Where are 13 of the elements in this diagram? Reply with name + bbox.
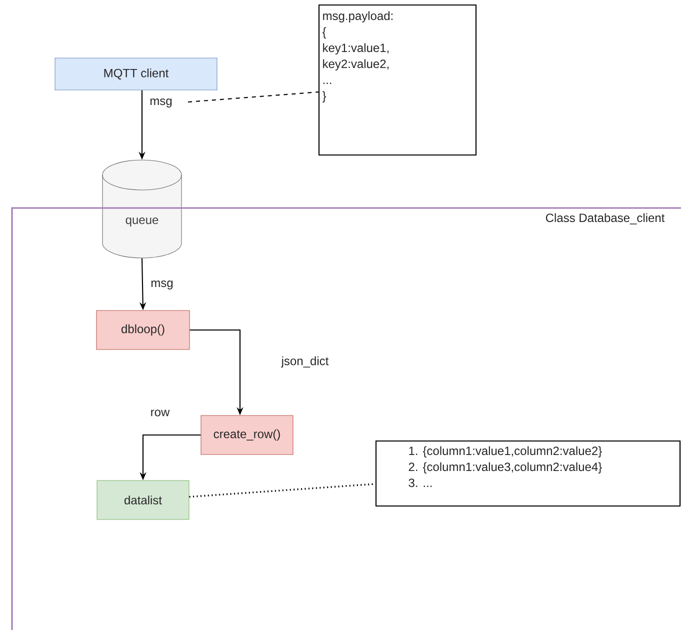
leader-line <box>189 483 376 498</box>
process-box: MQTT client <box>54 58 218 90</box>
note-box: msg.payload: { key1:value1, key2:value2, ... } <box>318 4 477 156</box>
list-box: 1. {column1:value1,column2:value2} 2. {column1:value3,column2:value4} 3. ... <box>375 440 681 507</box>
edge-label: row <box>149 408 171 418</box>
edge-label: json_dict <box>280 355 330 369</box>
edge-label: msg <box>148 97 174 109</box>
datalist-box: datalist <box>96 480 190 520</box>
queue-cylinder: queue <box>102 160 182 258</box>
function-box: dbloop() <box>96 310 190 350</box>
leader-line <box>188 91 319 103</box>
function-box: create_row() <box>200 415 294 455</box>
edge-label: msg <box>149 279 175 291</box>
